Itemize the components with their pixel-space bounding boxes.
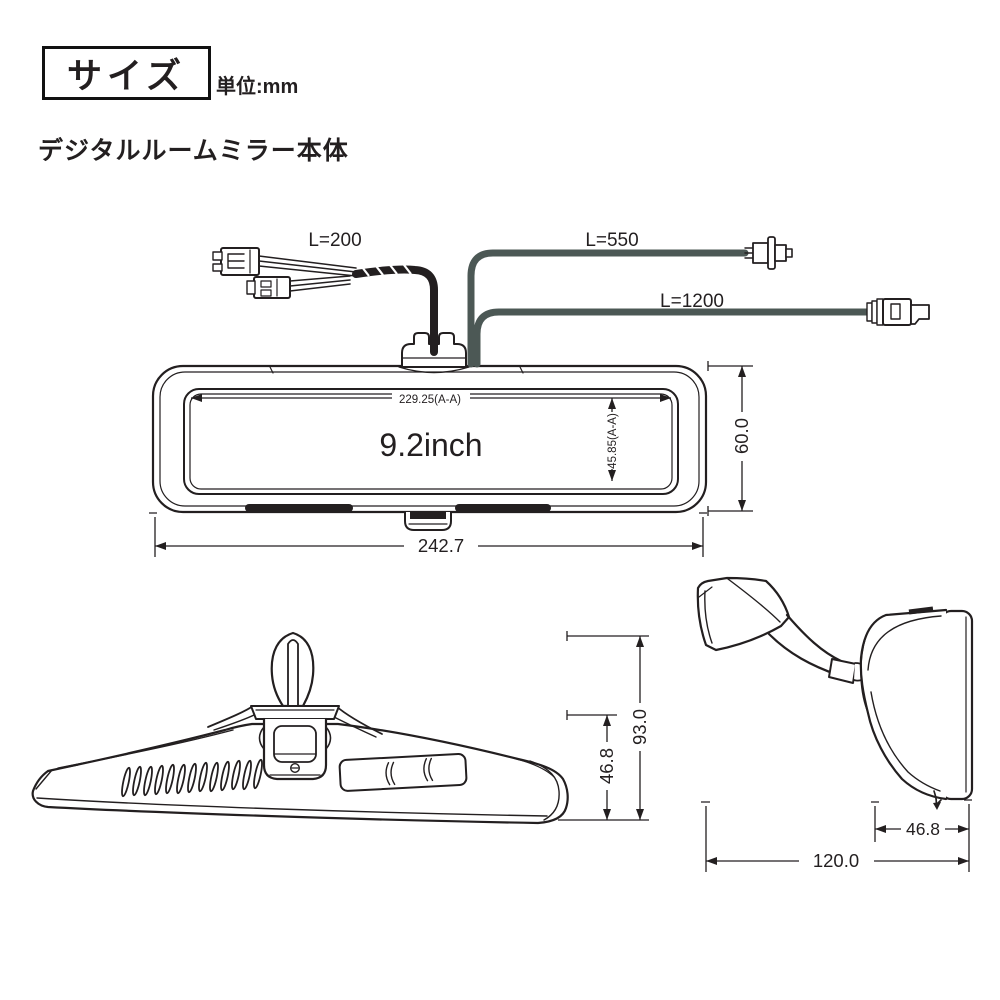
camera-cable-long bbox=[473, 308, 877, 368]
body-height-label: 60.0 bbox=[731, 418, 752, 454]
cable-harness: L=200 L=550 L=1200 bbox=[212, 230, 930, 368]
left-tip-facet bbox=[35, 764, 79, 790]
display-size-label: 9.2inch bbox=[379, 427, 482, 463]
camera-cable-long-label: L=1200 bbox=[660, 291, 724, 312]
button-panel bbox=[338, 753, 468, 792]
overall-depth-label: 120.0 bbox=[813, 850, 859, 871]
mount-arm bbox=[767, 613, 868, 684]
body-width-label: 242.7 bbox=[418, 535, 464, 556]
overall-height-label: 93.0 bbox=[629, 709, 650, 745]
display-width-label: 229.25(A-A) bbox=[399, 394, 461, 406]
side-view bbox=[31, 631, 569, 825]
camera-cable-short bbox=[467, 249, 749, 368]
screen-bezel bbox=[183, 388, 679, 495]
bottom-shadow-left bbox=[245, 504, 353, 512]
camera-connector-long bbox=[866, 298, 930, 326]
head-depth-label: 46.8 bbox=[906, 819, 940, 839]
profile-extension-lines bbox=[701, 799, 972, 872]
power-cable-label: L=200 bbox=[308, 230, 361, 251]
right-end-facet bbox=[504, 755, 555, 778]
right-end-inner-curve bbox=[529, 760, 560, 821]
power-lead-b bbox=[289, 275, 351, 292]
bottom-skirt-line bbox=[36, 797, 548, 817]
top-edge-ticks bbox=[269, 366, 524, 374]
body-height-extension-lines bbox=[707, 361, 753, 516]
side-body-height-label: 46.8 bbox=[596, 748, 617, 784]
mount-stalk bbox=[270, 631, 315, 708]
power-connector-a bbox=[212, 247, 260, 276]
display-height-label: 45.85(A-A) bbox=[607, 413, 619, 469]
front-view bbox=[151, 332, 708, 531]
side-extension-lines bbox=[558, 631, 649, 821]
bottom-tab bbox=[404, 511, 452, 531]
power-lead-a bbox=[258, 255, 357, 277]
body-width-extension-lines bbox=[149, 512, 707, 557]
top-inner-line bbox=[57, 729, 234, 769]
mount-plate bbox=[250, 705, 340, 720]
camera-housing bbox=[258, 717, 332, 781]
cable-braid-marks bbox=[361, 264, 412, 277]
camera-cable-short-label: L=550 bbox=[585, 230, 638, 251]
windshield-mount bbox=[696, 576, 791, 652]
camera-connector-short bbox=[744, 236, 793, 270]
front-view-dimensions: 229.25(A-A) 45.85(A-A) 9.2inch 60.0 242.… bbox=[149, 361, 753, 557]
side-view-dimensions: 93.0 46.8 bbox=[558, 631, 650, 821]
mirror-profile bbox=[859, 606, 974, 810]
power-connector-b bbox=[246, 276, 291, 299]
top-seal-mark bbox=[908, 606, 934, 615]
profile-view-dimensions: 46.8 120.0 bbox=[701, 799, 972, 872]
profile-view bbox=[696, 576, 974, 810]
size-title-box: サイズ bbox=[42, 46, 211, 100]
section-title: デジタルルームミラー本体 bbox=[38, 137, 349, 165]
bottom-shadow-right bbox=[455, 504, 551, 512]
unit-label: 単位:mm bbox=[216, 76, 299, 98]
size-title: サイズ bbox=[67, 56, 186, 96]
vent-slots bbox=[121, 758, 263, 798]
